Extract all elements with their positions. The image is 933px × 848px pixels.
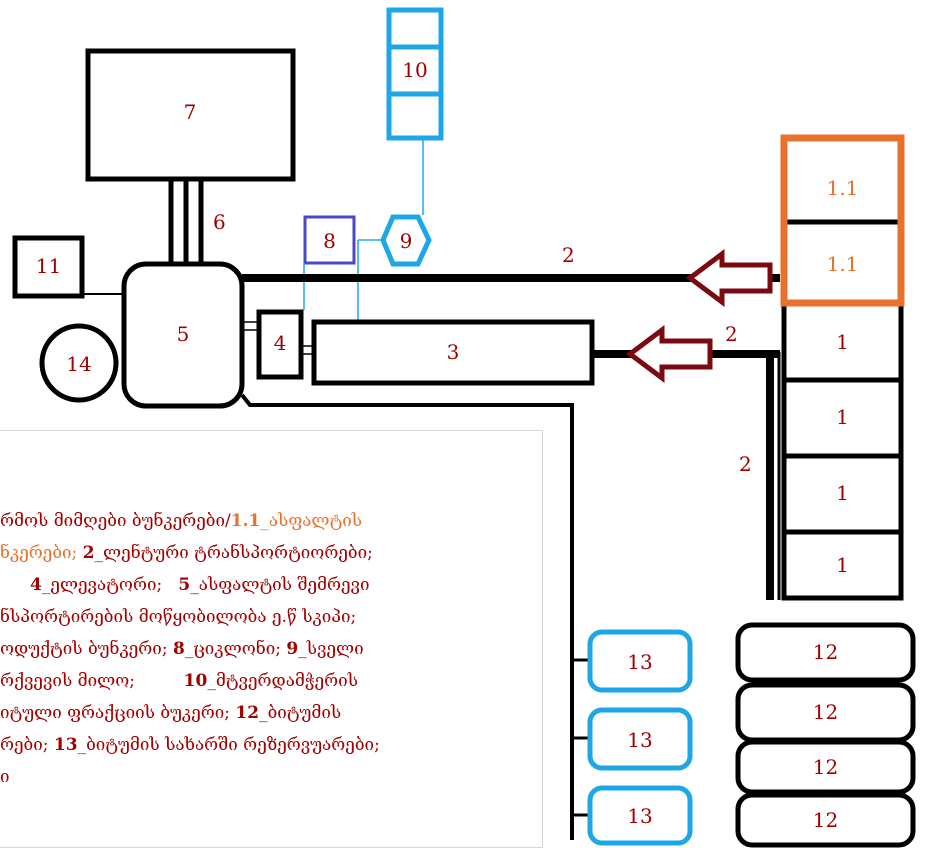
dust-collector-10	[386, 7, 444, 141]
hopper-label-1-d: 1	[836, 553, 849, 577]
hopper-label-1-1-a: 1.1	[826, 176, 859, 200]
reservoir-label-13-c: 13	[627, 804, 653, 828]
bitumen-tank-12-c	[735, 739, 916, 795]
bitumen-tank-12-d	[735, 792, 916, 848]
wet-dust-pipe-9	[380, 214, 432, 267]
asphalt-hoppers-1-1	[780, 134, 905, 307]
label-7: 7	[183, 100, 197, 124]
reservoir-label-13-b: 13	[627, 728, 653, 752]
tank-label-12-b: 12	[812, 700, 839, 724]
tank-label-12-a: 12	[812, 640, 839, 664]
label-2-top: 2	[562, 243, 575, 267]
label-14: 14	[66, 352, 92, 376]
label-10: 10	[402, 58, 428, 82]
legend-line-7: იტული ფრაქციის ბუკერი; 12_ბიტუმის	[0, 703, 342, 723]
legend-line-1: რმოს მიმღები ბუნკერები/1.1_ასფალტის	[0, 511, 363, 531]
reservoir-13-c	[587, 785, 693, 846]
legend-line-9: ი	[0, 767, 10, 787]
cyclone-8	[303, 215, 356, 265]
hopper-label-1-c: 1	[836, 481, 849, 505]
legend-line-8: რები; 13_ბიტუმის სახარში რეზერვუარები;	[0, 735, 380, 755]
label-2-vertical: 2	[739, 452, 752, 476]
legend-line-2: ნკერები; 2_ლენტური ტრანსპორტიორები;	[0, 543, 373, 563]
reservoir-13-a	[587, 629, 693, 693]
hopper-label-1-b: 1	[836, 405, 849, 429]
label-6: 6	[213, 210, 226, 234]
arrow-top	[685, 249, 773, 307]
elevator-4	[256, 309, 304, 380]
arrow-middle	[625, 325, 713, 383]
legend-line-6: რქვევის მილო; 10_მტვერდამჭერის	[0, 671, 359, 691]
legend-panel: რმოს მიმღები ბუნკერები/1.1_ასფალტის ნკერ…	[0, 430, 543, 848]
legend-line-4: ნსპორტირების მოწყობილობა ე.წ სკიპი;	[0, 607, 357, 627]
hopper-label-1-a: 1	[836, 330, 849, 354]
hopper-label-1-1-b: 1.1	[826, 252, 859, 276]
tank-label-12-c: 12	[812, 755, 839, 779]
bitumen-tank-12-a	[735, 622, 916, 683]
label-4: 4	[273, 331, 287, 355]
circle-14	[39, 323, 119, 403]
label-2-middle: 2	[725, 322, 738, 346]
label-3: 3	[446, 340, 460, 364]
hopper-column	[781, 135, 904, 601]
asphalt-mixer-5	[121, 261, 245, 409]
label-9: 9	[399, 229, 413, 253]
reservoir-13-b	[587, 707, 693, 771]
bitumen-bunker-11	[12, 235, 85, 299]
label-8: 8	[323, 229, 336, 253]
reservoir-label-13-a: 13	[627, 650, 653, 674]
label-5: 5	[176, 322, 190, 346]
legend-line-3: 4_ელევატორი; 5_ასფალტის შემრევი	[30, 575, 370, 595]
label-11: 11	[35, 254, 62, 278]
tank-label-12-d: 12	[812, 808, 839, 832]
legend-line-5: ოდუქტის ბუნკერი; 8_ციკლონი; 9_სველი	[0, 639, 364, 659]
